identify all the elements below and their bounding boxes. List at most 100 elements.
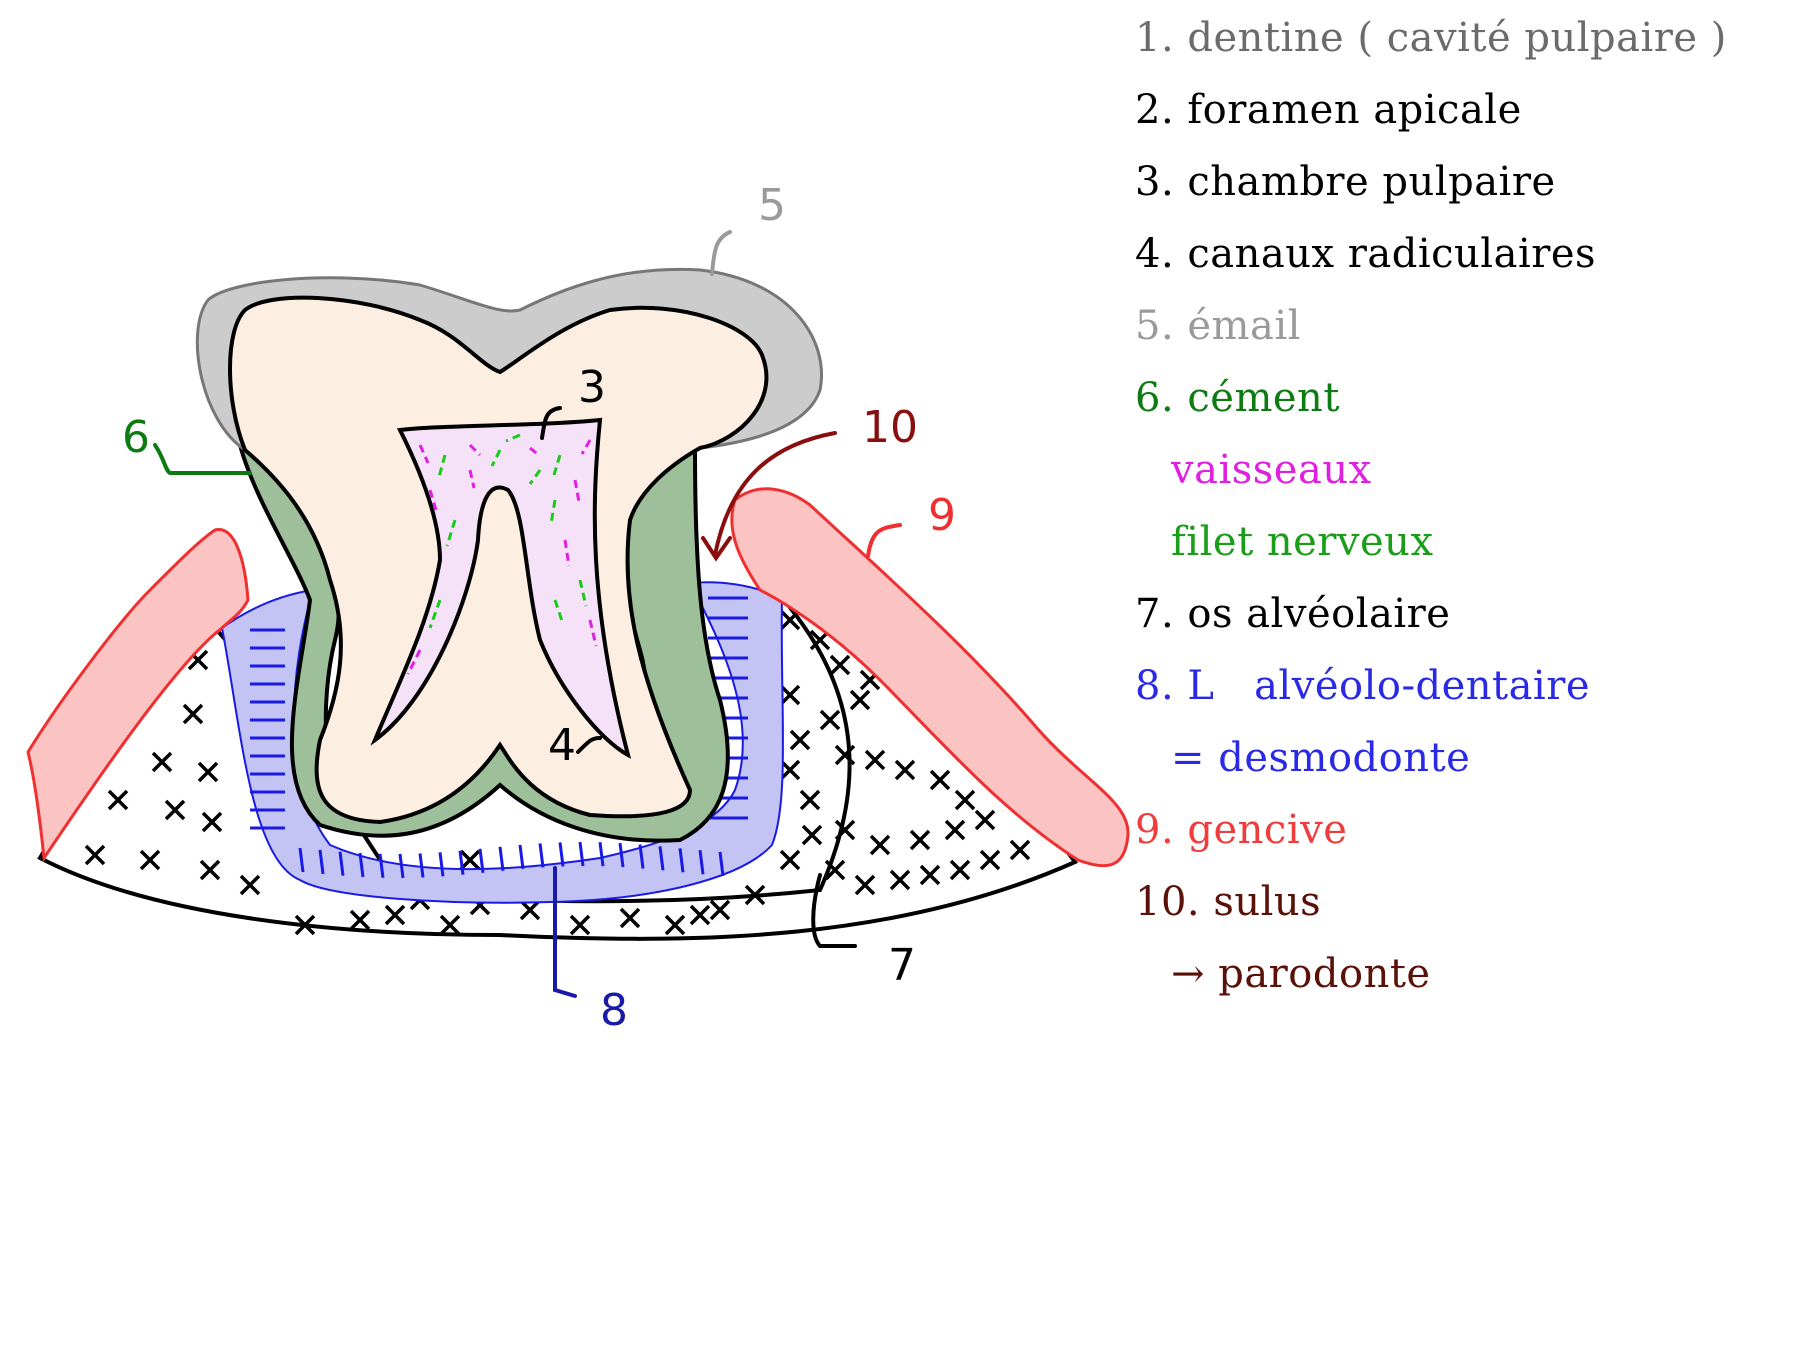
vessel-stroke <box>418 444 430 464</box>
bone-cross <box>349 909 371 931</box>
bone-cross <box>869 834 891 856</box>
bone-cross <box>619 907 641 929</box>
vessel-stroke <box>428 489 438 511</box>
bone-cross <box>201 811 223 833</box>
ligament-hatch-mark <box>418 853 425 878</box>
legend-item: 4. canaux radiculaires <box>1135 231 1597 277</box>
bone-cross <box>889 869 911 891</box>
label-6: 6 <box>122 412 150 463</box>
ligament-hatch-mark <box>478 848 485 874</box>
ligament-hatch-mark <box>378 853 385 879</box>
legend-item: 1. dentine ( cavité pulpaire ) <box>1135 15 1727 61</box>
nerve-stroke <box>578 579 588 607</box>
bone-cross <box>151 751 173 773</box>
ligament-hatch-mark <box>458 850 465 875</box>
legend-item: 6. cément <box>1135 375 1340 421</box>
ligament-hatch-mark <box>318 849 325 875</box>
bone-cross <box>949 859 971 881</box>
bone-cross <box>779 684 801 706</box>
bone-cross <box>834 744 856 766</box>
bone-cross <box>854 874 876 896</box>
ligament-hatch-mark <box>578 841 585 867</box>
nerve-stroke <box>445 519 457 547</box>
bone-cross <box>384 904 406 926</box>
ligament-hatch-mark <box>438 852 445 877</box>
ligament-hatch-mark <box>678 848 685 873</box>
ligament-hatch-mark <box>498 846 505 872</box>
leader-9 <box>866 523 902 558</box>
pulp-chamber <box>370 417 632 759</box>
bone-cross <box>954 789 976 811</box>
ligament-hatch-mark <box>558 842 565 867</box>
ligament-hatch-mark <box>658 846 665 871</box>
vessel-stroke <box>529 446 541 458</box>
leader-10-arrowhead <box>701 536 732 562</box>
bone-cross <box>819 709 841 731</box>
bone-cross <box>239 874 261 896</box>
bone-cross <box>929 769 951 791</box>
bone-cross <box>139 849 161 871</box>
bone-cross <box>439 914 461 936</box>
label-10: 10 <box>862 402 918 453</box>
legend-item: = desmodonte <box>1171 735 1471 781</box>
legend-item: 9. gencive <box>1135 807 1348 853</box>
bone-cross <box>979 849 1001 871</box>
dentin <box>228 295 769 825</box>
ligament-hatch-mark <box>358 852 365 878</box>
vessel-stroke <box>406 649 422 675</box>
leader-8 <box>553 866 577 998</box>
leader-7 <box>811 873 857 948</box>
bone-cross <box>779 849 801 871</box>
bone-cross <box>779 759 801 781</box>
label-7: 7 <box>888 940 916 991</box>
vessel-stroke <box>573 479 581 503</box>
bone-cross <box>829 654 851 676</box>
ligament-hatch-mark <box>398 853 405 879</box>
legend-item: 8. L alvéolo-dentaire <box>1135 663 1591 709</box>
nerve-stroke <box>490 449 502 467</box>
gum-left <box>26 528 250 863</box>
bone-cross <box>519 899 541 921</box>
label-5: 5 <box>758 180 786 231</box>
bone-cross <box>824 859 846 881</box>
legend-item: → parodonte <box>1171 951 1431 997</box>
nerve-stroke <box>552 454 562 476</box>
ligament-hatch-mark <box>618 842 625 868</box>
bone-cross <box>864 749 886 771</box>
bone-cross <box>182 703 204 725</box>
bone-cross <box>801 824 823 846</box>
nerve-stroke <box>505 433 521 443</box>
nerve-stroke <box>437 454 447 478</box>
pulp-vessels-and-nerves <box>406 433 598 675</box>
bone-cross <box>1009 839 1031 861</box>
leader-5 <box>710 230 732 276</box>
vessel-stroke <box>468 469 476 489</box>
bone-cross <box>294 914 316 936</box>
bone-cross <box>197 761 219 783</box>
ligament-hatch-mark <box>638 844 645 869</box>
vessel-stroke <box>580 439 592 455</box>
bone-cross <box>849 689 871 711</box>
legend-item: 10. sulus <box>1135 879 1322 925</box>
bone-cross <box>779 609 801 631</box>
bone-cross <box>974 809 996 831</box>
bone-cross <box>164 799 186 821</box>
leader-4 <box>576 736 602 754</box>
bone-cross <box>664 914 686 936</box>
vessel-stroke <box>588 619 598 647</box>
nerve-stroke <box>553 599 565 625</box>
bone-cross <box>107 789 129 811</box>
bone-cross <box>199 859 221 881</box>
bone-cross <box>789 729 811 751</box>
bone-cross <box>84 844 106 866</box>
bone-cross <box>569 914 591 936</box>
ligament-hatch-mark <box>298 847 305 873</box>
bone-cross <box>689 904 711 926</box>
nerve-stroke <box>549 499 557 525</box>
bone-cross <box>909 829 931 851</box>
ligament-hatch-mark <box>338 851 345 876</box>
legend-item: filet nerveux <box>1171 519 1434 565</box>
vessel-stroke <box>563 539 571 567</box>
ligament-hatch-mark <box>598 842 605 867</box>
